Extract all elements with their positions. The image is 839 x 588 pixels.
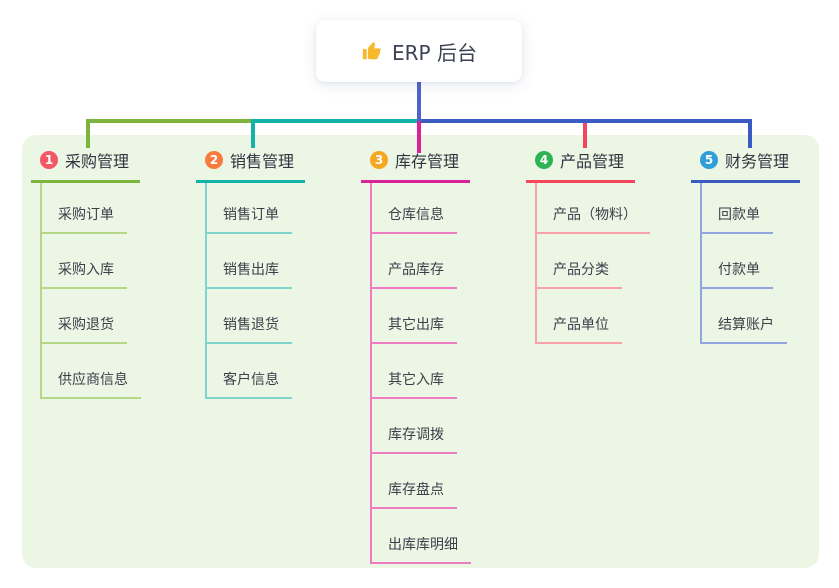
branch-4: 4 产品管理产品（物料） 产品分类产品单位 [526, 145, 650, 344]
branch-1-index-badge: 1 [40, 151, 58, 169]
child-node-row: 结算账户 [702, 289, 800, 344]
child-node[interactable]: 销售订单 [207, 204, 292, 234]
drop-line-branch-2 [251, 119, 255, 148]
child-node-row: 其它入库 [372, 344, 470, 399]
branch-3-title: 库存管理 [395, 152, 460, 171]
branch-1-title: 采购管理 [65, 152, 130, 171]
child-node-row: 销售订单 [207, 183, 305, 234]
child-node[interactable]: 客户信息 [207, 369, 292, 399]
branch-2-node[interactable]: 2 销售管理 [196, 145, 305, 183]
child-node-row: 库存盘点 [372, 454, 470, 509]
child-node-row: 客户信息 [207, 344, 305, 399]
child-node[interactable]: 其它出库 [372, 314, 457, 344]
child-node-row: 其它出库 [372, 289, 470, 344]
branch-4-index-badge: 4 [535, 151, 553, 169]
child-node[interactable]: 供应商信息 [42, 369, 141, 399]
child-node-row: 产品单位 [537, 289, 635, 344]
branch-1-node[interactable]: 1 采购管理 [31, 145, 140, 183]
child-node-row: 供应商信息 [42, 344, 141, 399]
branch-5-node[interactable]: 5 财务管理 [691, 145, 800, 183]
child-node-row: 回款单 [702, 183, 800, 234]
bus-line-branch-5 [417, 119, 752, 123]
child-node-row: 产品分类 [537, 234, 635, 289]
drop-line-branch-5 [748, 119, 752, 148]
child-node-row: 付款单 [702, 234, 800, 289]
branch-1: 1 采购管理采购订单采购入库采购退货供应商信息 [31, 145, 141, 399]
child-node-row: 库存调拨 [372, 399, 470, 454]
child-node[interactable]: 库存调拨 [372, 424, 457, 454]
drop-line-branch-1 [86, 119, 90, 148]
branch-3: 3 库存管理仓库信息产品库存其它出库其它入库库存调拨库存盘点出库库明细 [361, 145, 471, 564]
child-node-row: 销售退货 [207, 289, 305, 344]
child-node[interactable]: 回款单 [702, 204, 773, 234]
branch-1-children: 采购订单采购入库采购退货供应商信息 [40, 183, 141, 399]
branches-panel [22, 135, 819, 568]
child-node[interactable]: 库存盘点 [372, 479, 457, 509]
child-node[interactable]: 产品单位 [537, 314, 622, 344]
child-node[interactable]: 仓库信息 [372, 204, 457, 234]
child-node[interactable]: 付款单 [702, 259, 773, 289]
bus-line-branch-2 [251, 119, 421, 123]
child-node[interactable]: 采购订单 [42, 204, 127, 234]
branch-5: 5 财务管理回款单付款单结算账户 [691, 145, 800, 344]
branch-2-index-badge: 2 [205, 151, 223, 169]
branch-5-title: 财务管理 [725, 152, 790, 171]
child-node[interactable]: 出库库明细 [372, 534, 471, 564]
child-node[interactable]: 结算账户 [702, 314, 787, 344]
branch-3-index-badge: 3 [370, 151, 388, 169]
branch-2-title: 销售管理 [230, 152, 295, 171]
drop-line-branch-4 [583, 119, 587, 148]
child-node-row: 产品库存 [372, 234, 470, 289]
child-node-row: 产品（物料） [537, 183, 650, 234]
child-node[interactable]: 产品分类 [537, 259, 622, 289]
child-node-row: 采购退货 [42, 289, 140, 344]
child-node-row: 出库库明细 [372, 509, 471, 564]
child-node[interactable]: 其它入库 [372, 369, 457, 399]
branch-2: 2 销售管理销售订单销售出库销售退货客户信息 [196, 145, 305, 399]
child-node-row: 采购入库 [42, 234, 140, 289]
child-node[interactable]: 采购入库 [42, 259, 127, 289]
thumbs-up-icon [361, 40, 383, 62]
root-node[interactable]: ERP 后台 [316, 20, 522, 82]
branch-5-children: 回款单付款单结算账户 [700, 183, 800, 344]
child-node[interactable]: 销售出库 [207, 259, 292, 289]
branch-5-index-badge: 5 [700, 151, 718, 169]
child-node[interactable]: 产品库存 [372, 259, 457, 289]
child-node[interactable]: 采购退货 [42, 314, 127, 344]
root-node-label: ERP 后台 [392, 40, 477, 65]
root-drop-line [417, 82, 421, 121]
branch-4-node[interactable]: 4 产品管理 [526, 145, 635, 183]
child-node-row: 采购订单 [42, 183, 140, 234]
branch-4-title: 产品管理 [560, 152, 625, 171]
child-node-row: 销售出库 [207, 234, 305, 289]
child-node-row: 仓库信息 [372, 183, 470, 234]
branch-3-node[interactable]: 3 库存管理 [361, 145, 470, 183]
branch-2-children: 销售订单销售出库销售退货客户信息 [205, 183, 305, 399]
drop-line-branch-3 [417, 119, 421, 153]
child-node[interactable]: 销售退货 [207, 314, 292, 344]
child-node[interactable]: 产品（物料） [537, 204, 650, 234]
branch-3-children: 仓库信息产品库存其它出库其它入库库存调拨库存盘点出库库明细 [370, 183, 471, 564]
branch-4-children: 产品（物料） 产品分类产品单位 [535, 183, 650, 344]
